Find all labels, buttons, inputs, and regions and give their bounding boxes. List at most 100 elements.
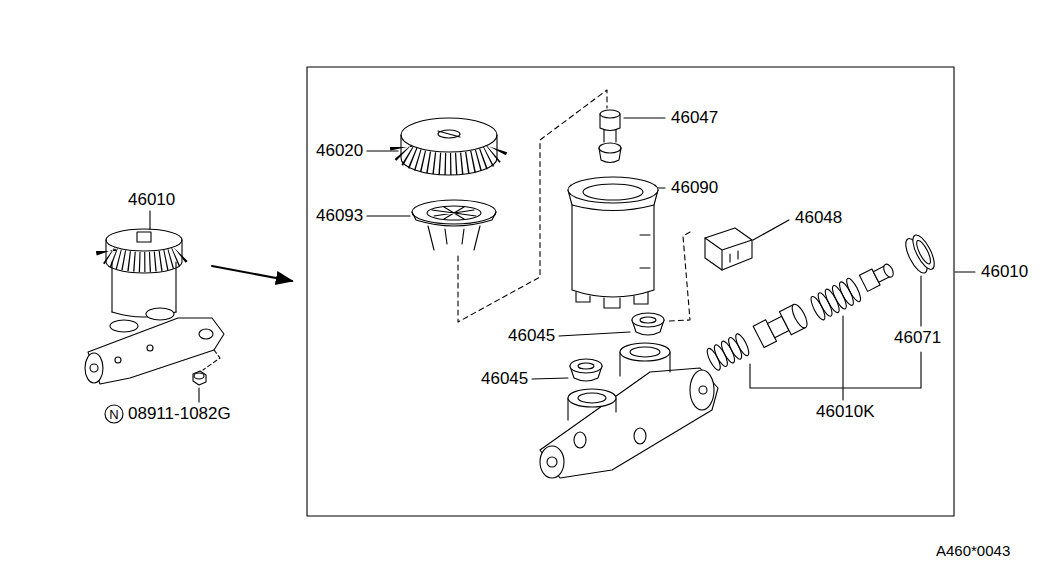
cylinder-body [547, 457, 557, 467]
spring [808, 277, 863, 322]
symbol-letter: N [104, 407, 124, 422]
level-sensor [705, 228, 752, 270]
seal-ring [914, 239, 933, 266]
assembly-view [106, 251, 182, 262]
strainer [427, 206, 481, 220]
reservoir-cap [401, 118, 497, 175]
reservoir-cap [438, 131, 460, 137]
mount-dash [203, 350, 220, 370]
piston [859, 261, 896, 292]
assembly-view [110, 320, 138, 332]
seal-ring [902, 232, 939, 276]
reservoir-cap [401, 118, 497, 152]
view-arrow [212, 266, 292, 281]
strainer [432, 207, 476, 219]
spring [830, 284, 849, 311]
spring [719, 339, 737, 364]
leader-line [658, 187, 665, 188]
nut-symbol [193, 371, 206, 385]
assembly-view [147, 345, 153, 351]
leader-line [753, 220, 789, 240]
assembly-view [85, 229, 224, 384]
callout-number: 46010 [127, 190, 176, 210]
reservoir [568, 177, 658, 308]
assembly-view [106, 240, 182, 273]
cylinder-body [690, 370, 714, 410]
leader-line [367, 150, 398, 151]
assembly-view [106, 229, 182, 251]
strainer [428, 226, 480, 250]
strainer [412, 200, 496, 224]
grommet [632, 313, 664, 327]
callout-number: 46090 [670, 178, 719, 198]
nut-symbol [193, 371, 206, 385]
circled-symbol: N [104, 404, 124, 424]
leader-line [624, 117, 665, 118]
piston [789, 302, 810, 330]
cylinder-body [540, 446, 564, 478]
reservoir [572, 205, 654, 211]
assembly-view [90, 364, 98, 372]
reservoir-cap [401, 135, 497, 175]
leader-line [559, 332, 630, 336]
reservoir [640, 235, 650, 268]
reservoir [583, 184, 643, 200]
alignment-dash [458, 90, 607, 322]
circle-outline [105, 405, 123, 423]
callout-number: 46093 [315, 206, 364, 226]
spring [837, 280, 856, 307]
leader-line [149, 211, 150, 229]
spring [733, 332, 751, 357]
callout-number: 46048 [794, 208, 843, 228]
callout-number: 46047 [670, 108, 719, 128]
cylinder-body [634, 428, 646, 444]
cylinder-body [630, 347, 660, 357]
assembly-view [88, 318, 224, 384]
grommet [570, 359, 602, 373]
detail-frame [307, 67, 954, 516]
assembly-view [85, 353, 103, 383]
grommet [570, 359, 602, 381]
part-number: 08911-1082G [127, 404, 232, 424]
level-sensor [730, 251, 738, 262]
spring [816, 291, 835, 318]
bolt [599, 110, 621, 163]
cylinder-body [578, 393, 606, 403]
assembly-view [137, 232, 151, 242]
leader-line [532, 378, 568, 379]
grommet [578, 363, 594, 369]
spring [726, 336, 744, 361]
callout-number: 46045 [507, 326, 556, 346]
spring [705, 347, 723, 372]
strainer [412, 212, 496, 226]
spring [844, 277, 863, 304]
cylinder-body [574, 432, 586, 448]
cylinder-body [540, 368, 718, 478]
callout-number: 46010K [815, 402, 876, 422]
callout-number: 46045 [480, 369, 529, 389]
leader-line [198, 388, 199, 402]
cylinder-body [699, 386, 707, 394]
reservoir [568, 190, 658, 297]
assembly-view [115, 357, 121, 363]
cylinder-body [568, 389, 616, 407]
leader-line [367, 215, 410, 216]
bolt [604, 130, 616, 142]
callout-number: 46071 [893, 328, 942, 348]
cylinder-body [620, 343, 670, 361]
callout-number: 46020 [315, 141, 364, 161]
seal-ring [909, 232, 939, 272]
bolt [599, 143, 621, 153]
reservoir [568, 177, 658, 203]
alignment-dash [668, 232, 690, 321]
reservoir [576, 292, 648, 308]
spring [705, 332, 752, 372]
piston [882, 263, 895, 279]
spring [808, 295, 827, 322]
assembly-view [199, 329, 213, 339]
reservoir-cap [401, 147, 497, 164]
cylinder-body [540, 343, 718, 478]
